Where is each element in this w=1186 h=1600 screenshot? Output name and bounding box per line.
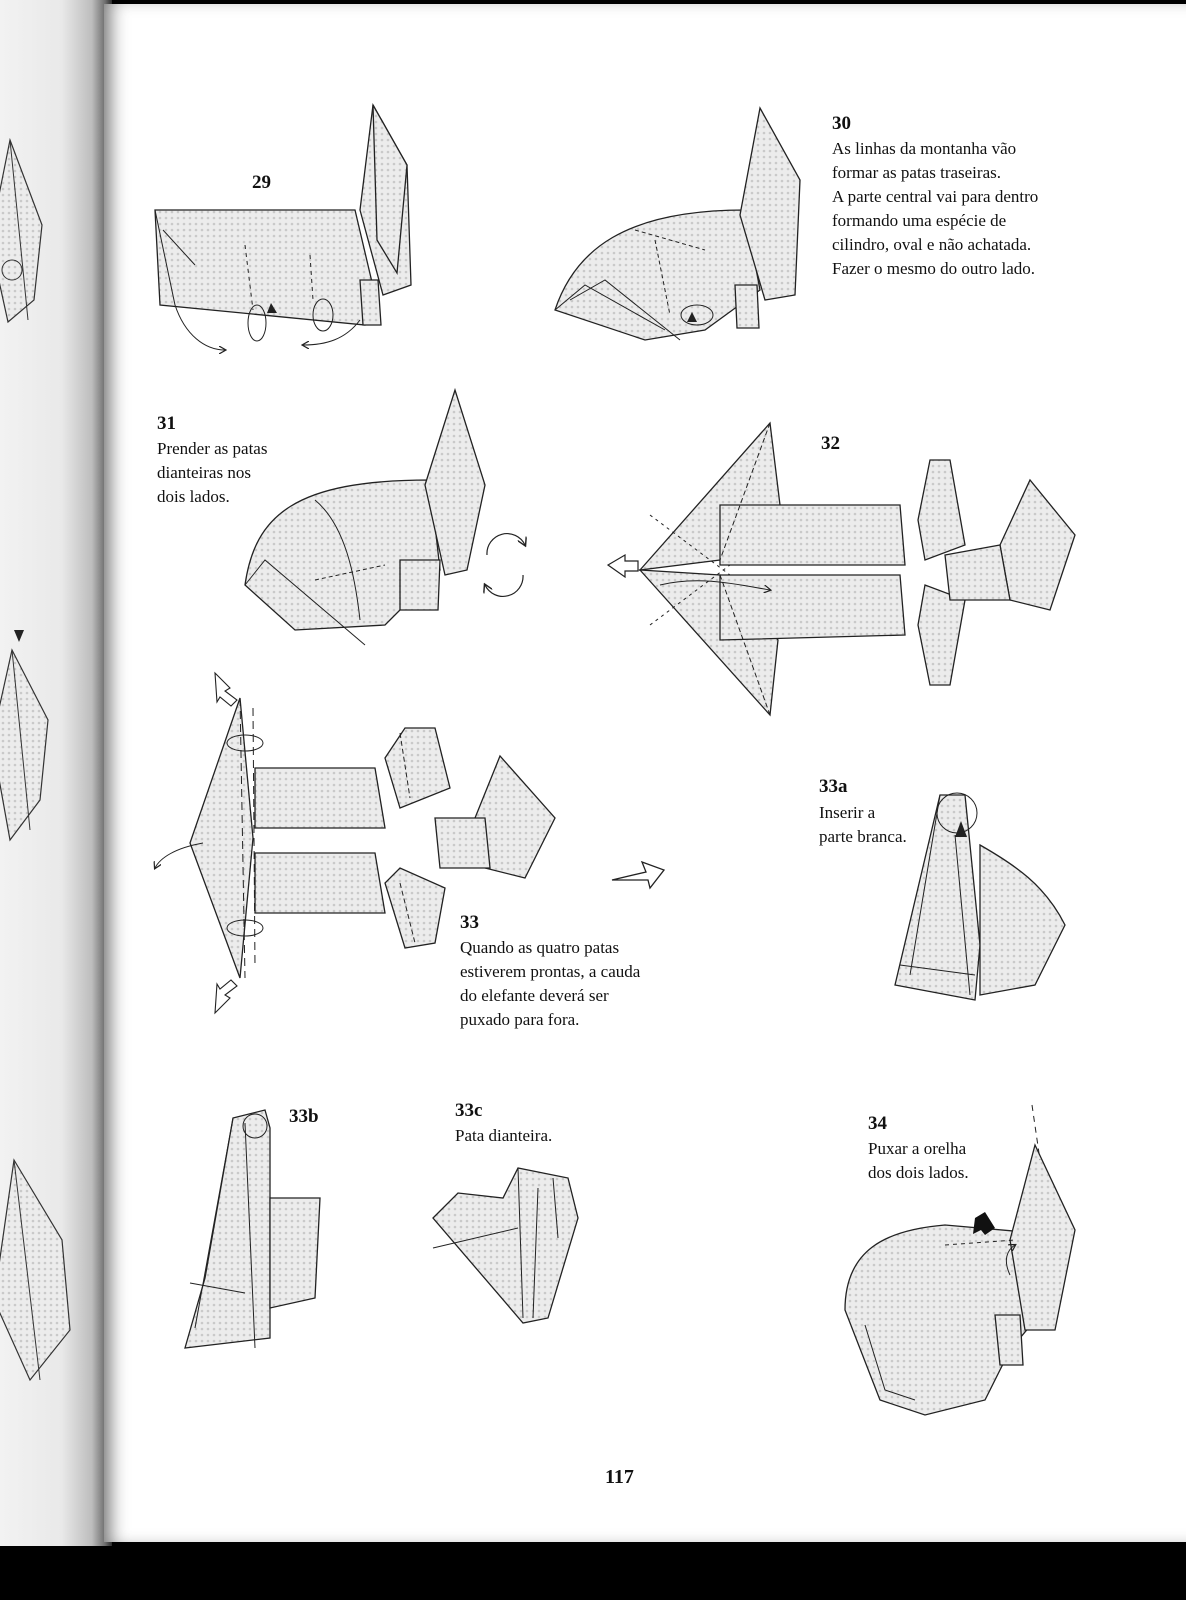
push-arrow-icon [215, 673, 237, 706]
caption-line: do elefante deverá ser [460, 984, 640, 1008]
next-view-arrow-icon [608, 852, 668, 892]
rotate-icon [485, 534, 525, 597]
caption-line: puxado para fora. [460, 1008, 640, 1032]
push-arrow-icon [608, 555, 638, 577]
step-33-number: 33 [460, 912, 479, 934]
step-30-caption: As linhas da montanha vão formar as pata… [832, 137, 1038, 281]
step-31-number: 31 [157, 413, 176, 435]
step-30-number: 30 [832, 113, 851, 135]
caption-line: formar as patas traseiras. [832, 161, 1038, 185]
arrow-icon [14, 630, 24, 642]
caption-line: Pata dianteira. [455, 1124, 552, 1148]
step-31-diagram [235, 385, 545, 650]
step-33a-number: 33a [819, 776, 848, 798]
caption-line: As linhas da montanha vão [832, 137, 1038, 161]
caption-line: cilindro, oval e não achatada. [832, 233, 1038, 257]
caption-line: estiverem prontas, a cauda [460, 960, 640, 984]
step-33c-caption: Pata dianteira. [455, 1124, 552, 1148]
caption-line: Quando as quatro patas [460, 936, 640, 960]
step-30-diagram [545, 100, 825, 360]
step-32-diagram [600, 415, 1090, 720]
left-page-diagrams [0, 0, 112, 1550]
caption-line: Fazer o mesmo do outro lado. [832, 257, 1038, 281]
step-33-caption: Quando as quatro patas estiverem prontas… [460, 936, 640, 1032]
caption-line: A parte central vai para dentro [832, 185, 1038, 209]
left-page-edge [0, 0, 112, 1550]
page-number: 117 [605, 1466, 634, 1489]
step-33a-diagram [885, 785, 1085, 1045]
step-33c-number: 33c [455, 1100, 482, 1122]
push-arrow-icon [215, 980, 237, 1013]
step-33c-diagram [428, 1158, 608, 1338]
step-33b-diagram [175, 1098, 335, 1363]
step-34-diagram [835, 1100, 1085, 1425]
page-bottom-edge [0, 1546, 1186, 1600]
step-29-diagram [145, 95, 425, 360]
caption-line: formando uma espécie de [832, 209, 1038, 233]
